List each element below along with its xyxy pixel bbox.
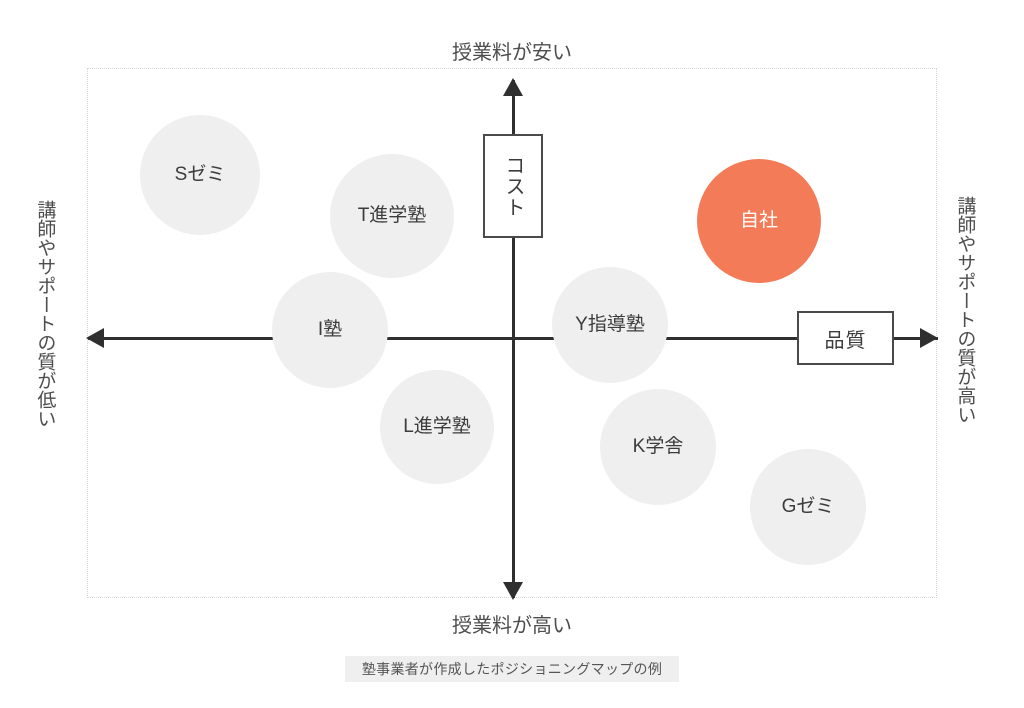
- bubble-own-company[interactable]: 自社: [697, 159, 821, 283]
- bubble-label: L進学塾: [403, 415, 471, 437]
- bubble-competitor[interactable]: K学舎: [600, 389, 716, 505]
- bubble-label: Sゼミ: [174, 163, 226, 185]
- axis-pole-label-left: 講師やサポートの質が低い: [34, 200, 56, 428]
- bubble-competitor[interactable]: I塾: [272, 272, 388, 388]
- axis-pole-label-right: 講師やサポートの質が高い: [954, 196, 976, 424]
- axis-pole-label-bottom: 授業料が高い: [452, 615, 572, 637]
- arrow-up-icon: [503, 78, 523, 96]
- bubble-label: K学舎: [632, 435, 684, 457]
- arrow-down-icon: [503, 582, 523, 600]
- axis-pole-label-top: 授業料が安い: [452, 42, 572, 64]
- bubble-competitor[interactable]: L進学塾: [380, 370, 494, 484]
- bubble-label: Y指導塾: [575, 313, 645, 335]
- bubble-label: T進学塾: [357, 204, 427, 226]
- arrow-right-icon: [920, 328, 938, 348]
- horizontal-axis-line: [88, 337, 938, 340]
- bubble-label: Gゼミ: [781, 495, 835, 517]
- horizontal-axis-name-box: 品質: [797, 311, 894, 365]
- vertical-axis-name-box: コスト: [483, 134, 543, 238]
- bubble-competitor[interactable]: Gゼミ: [750, 449, 866, 565]
- bubble-label: 自社: [739, 209, 778, 231]
- bubble-competitor[interactable]: T進学塾: [330, 154, 454, 278]
- arrow-left-icon: [86, 328, 104, 348]
- bubble-label: I塾: [317, 318, 343, 340]
- bubble-competitor[interactable]: Sゼミ: [140, 115, 260, 235]
- chart-caption: 塾事業者が作成したポジショニングマップの例: [345, 656, 679, 682]
- bubble-competitor[interactable]: Y指導塾: [552, 267, 668, 383]
